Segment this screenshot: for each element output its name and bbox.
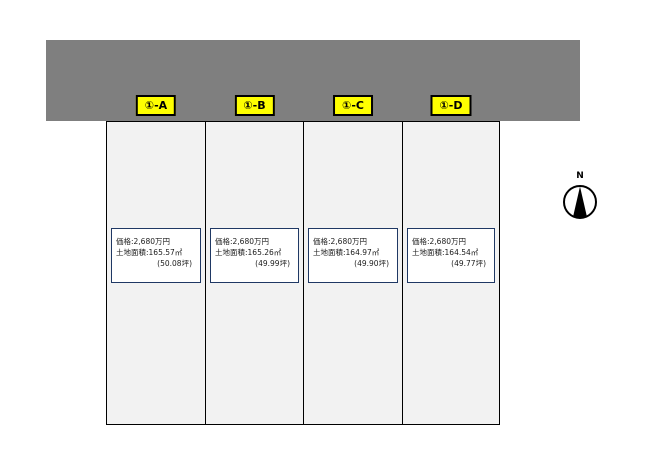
lot-info-box-1b: 価格:2,680万円 土地面積:165.26㎡ (49.99坪): [210, 228, 299, 283]
lot-area: 土地面積:164.54㎡: [412, 248, 479, 257]
lot-area-tsubo: (49.77坪): [451, 259, 486, 268]
lot-price: 価格:2,680万円: [215, 237, 269, 246]
lot-panel-1a: ①-A 価格:2,680万円 土地面積:165.57㎡ (50.08坪): [106, 95, 206, 425]
lot-info-box-1a: 価格:2,680万円 土地面積:165.57㎡ (50.08坪): [111, 228, 201, 283]
lot-tag-1c: ①-C: [333, 95, 373, 116]
lot-area: 土地面積:164.97㎡: [313, 248, 380, 257]
lot-panel-1d: ①-D 価格:2,680万円 土地面積:164.54㎡ (49.77坪): [402, 95, 500, 425]
compass-north-label: N: [576, 171, 584, 181]
north-arrow-icon: [563, 185, 597, 219]
lot-tag-1b: ①-B: [234, 95, 275, 116]
compass: N: [558, 171, 602, 225]
lot-tag-1d: ①-D: [430, 95, 472, 116]
lot-price: 価格:2,680万円: [412, 237, 466, 246]
lot-area-tsubo: (50.08坪): [157, 259, 192, 268]
lot-price: 価格:2,680万円: [313, 237, 367, 246]
lot-tag-1a: ①-A: [135, 95, 177, 116]
lot-panel-1b: ①-B 価格:2,680万円 土地面積:165.26㎡ (49.99坪): [205, 95, 304, 425]
lot-info-box-1c: 価格:2,680万円 土地面積:164.97㎡ (49.90坪): [308, 228, 398, 283]
lot-panel-1c: ①-C 価格:2,680万円 土地面積:164.97㎡ (49.90坪): [303, 95, 403, 425]
lot-price: 価格:2,680万円: [116, 237, 170, 246]
lot-area: 土地面積:165.26㎡: [215, 248, 282, 257]
lot-info-box-1d: 価格:2,680万円 土地面積:164.54㎡ (49.77坪): [407, 228, 495, 283]
lot-area-tsubo: (49.99坪): [255, 259, 290, 268]
road: [46, 40, 580, 121]
lot-area-tsubo: (49.90坪): [354, 259, 389, 268]
lot-area: 土地面積:165.57㎡: [116, 248, 183, 257]
